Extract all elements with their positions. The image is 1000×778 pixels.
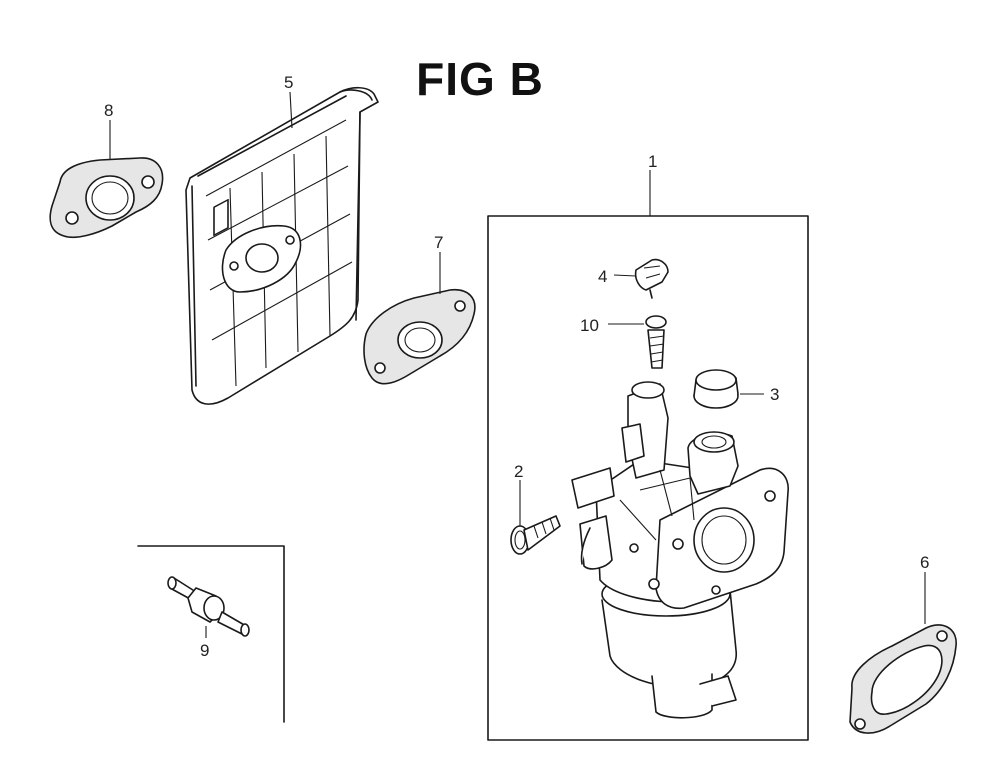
part-7-gasket: [363, 289, 476, 385]
figure-title: FIG B: [416, 53, 544, 105]
callout-7: 7: [434, 233, 443, 252]
part-3-cap: [693, 369, 739, 409]
leader-5: [289, 91, 293, 129]
callout-1: 1: [648, 152, 657, 171]
leader-4: [613, 274, 637, 277]
callout-3: 3: [770, 385, 779, 404]
part-5-insulator: [185, 86, 379, 405]
callout-9: 9: [200, 641, 209, 660]
callout-2: 2: [514, 462, 523, 481]
callout-10: 10: [580, 316, 599, 335]
part-8-gasket: [49, 157, 164, 239]
callout-4: 4: [598, 267, 607, 286]
leader-lines: [109, 91, 926, 638]
part-9-fitting-box: [137, 545, 285, 723]
part-9-fitting: [167, 576, 250, 637]
part-4-knob: [634, 258, 669, 299]
part-2-screw: [510, 515, 561, 555]
carburetor-body: [571, 381, 789, 719]
callout-6: 6: [920, 553, 929, 572]
part-10-screw: [645, 315, 667, 369]
callout-8: 8: [104, 101, 113, 120]
part-1-assembly-box: [487, 215, 809, 741]
callout-5: 5: [284, 73, 293, 92]
part-6-gasket: [849, 624, 957, 734]
